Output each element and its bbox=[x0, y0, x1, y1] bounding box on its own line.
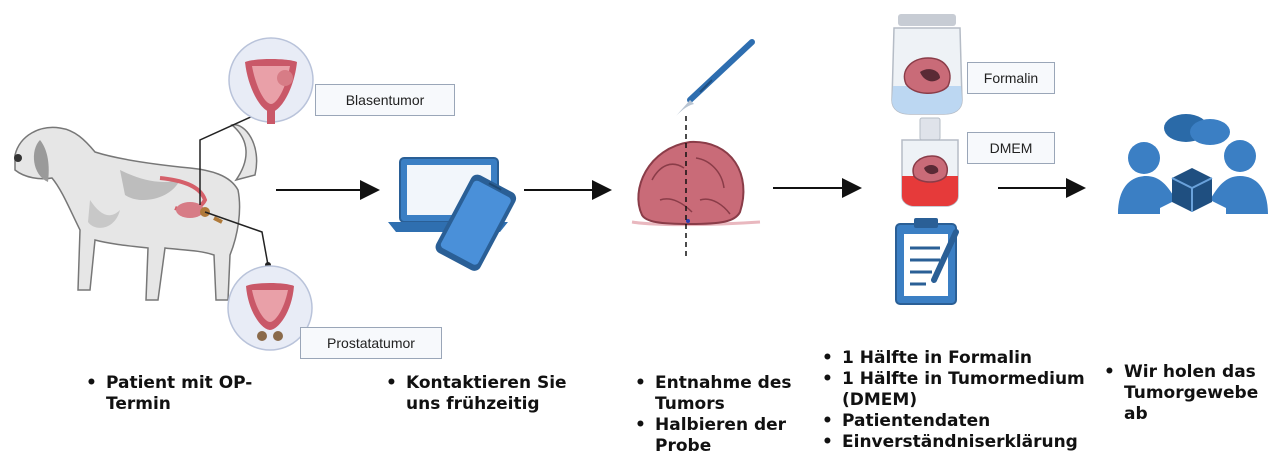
list-item: Halbieren der Probe bbox=[633, 415, 793, 457]
bladder-icon bbox=[228, 37, 314, 124]
dmem-label: DMEM bbox=[967, 132, 1055, 164]
prostate-icon bbox=[227, 265, 313, 351]
step-3-list: Entnahme des Tumors Halbieren der Probe bbox=[633, 373, 793, 457]
formalin-label: Formalin bbox=[967, 62, 1055, 94]
clipboard-icon bbox=[895, 218, 959, 305]
step-5-list: Wir holen das Tumorgewebe ab bbox=[1102, 362, 1272, 425]
step-2-list: Kontaktieren Sie uns frühzeitig bbox=[384, 373, 584, 415]
list-item: Entnahme des Tumors bbox=[633, 373, 793, 415]
prostatatumor-label: Prostatatumor bbox=[300, 327, 442, 359]
step-4-list: 1 Hälfte in Formalin 1 Hälfte in Tumorme… bbox=[820, 348, 1100, 453]
blasentumor-label: Blasentumor bbox=[315, 84, 455, 116]
dmem-flask-icon bbox=[901, 117, 959, 207]
list-item: Kontaktieren Sie uns frühzeitig bbox=[384, 373, 584, 415]
list-item: Wir holen das Tumorgewebe ab bbox=[1102, 362, 1272, 425]
tumor-icon bbox=[631, 116, 761, 258]
list-item: 1 Hälfte in Tumormedium (DMEM) bbox=[820, 369, 1100, 411]
list-item: Patientendaten bbox=[820, 411, 1100, 432]
list-item: Einverständniserklärung bbox=[820, 432, 1100, 453]
handover-icon bbox=[1118, 114, 1268, 214]
formalin-jar-icon bbox=[891, 14, 963, 115]
list-item: 1 Hälfte in Formalin bbox=[820, 348, 1100, 369]
dog-icon bbox=[14, 124, 258, 301]
step-1-list: Patient mit OP-Termin bbox=[84, 373, 274, 415]
phone-icon bbox=[435, 174, 517, 271]
scalpel-icon bbox=[676, 39, 755, 116]
list-item: Patient mit OP-Termin bbox=[84, 373, 274, 415]
